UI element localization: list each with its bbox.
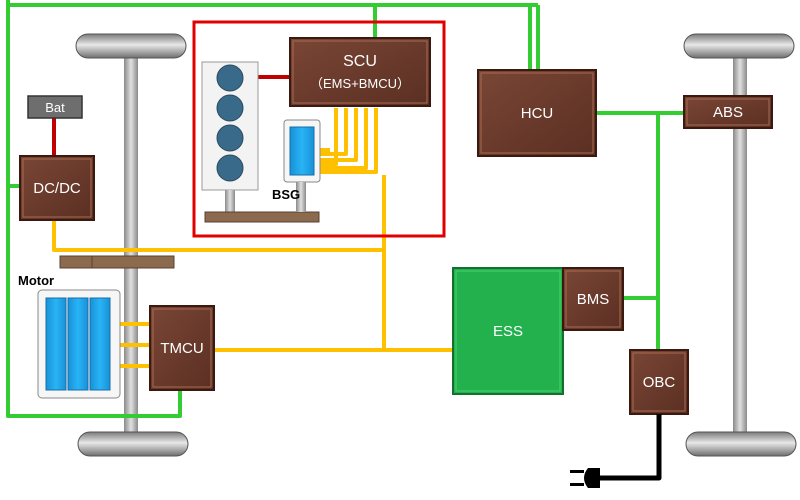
transmission-bar bbox=[59, 255, 175, 269]
tmcu-box: TMCU bbox=[149, 305, 215, 391]
rear-axle bbox=[683, 33, 797, 457]
motor-label: Motor bbox=[18, 273, 54, 288]
engine-icon bbox=[201, 61, 320, 223]
bsg-generator-icon bbox=[283, 119, 321, 212]
obc-box: OBC bbox=[629, 349, 689, 415]
abs-label: ABS bbox=[713, 104, 743, 121]
wheel-icon bbox=[77, 431, 189, 457]
wheel-icon bbox=[685, 431, 797, 457]
high-voltage-lines bbox=[52, 108, 455, 368]
abs-box: ABS bbox=[683, 95, 773, 129]
scu-sublabel: （EMS+BMCU） bbox=[310, 76, 410, 91]
tmcu-label: TMCU bbox=[160, 340, 203, 357]
scu-label: SCU bbox=[343, 53, 377, 70]
engine-system-frame bbox=[192, 20, 446, 238]
ess-label: ESS bbox=[493, 323, 523, 340]
wheel-icon bbox=[75, 33, 187, 59]
motor-icon bbox=[37, 289, 121, 399]
bsg-label: BSG bbox=[272, 187, 300, 202]
bms-label: BMS bbox=[577, 291, 610, 308]
wheel-icon bbox=[683, 33, 795, 59]
hcu-box: HCU bbox=[477, 69, 597, 157]
rear-axle-shaft bbox=[733, 58, 747, 443]
dcdc-box: DC/DC bbox=[19, 155, 95, 221]
plug-icon bbox=[570, 414, 662, 488]
bat-label: Bat bbox=[45, 100, 65, 115]
scu-box: SCU （EMS+BMCU） bbox=[289, 37, 431, 107]
hcu-label: HCU bbox=[521, 105, 554, 122]
low-voltage-lines bbox=[52, 75, 290, 156]
obc-label: OBC bbox=[643, 374, 676, 391]
ess-box: ESS bbox=[452, 267, 564, 395]
can-bus-lines bbox=[6, 0, 684, 418]
bms-box: BMS bbox=[562, 267, 624, 331]
dcdc-label: DC/DC bbox=[33, 180, 81, 197]
bat-box: Bat bbox=[27, 95, 83, 119]
